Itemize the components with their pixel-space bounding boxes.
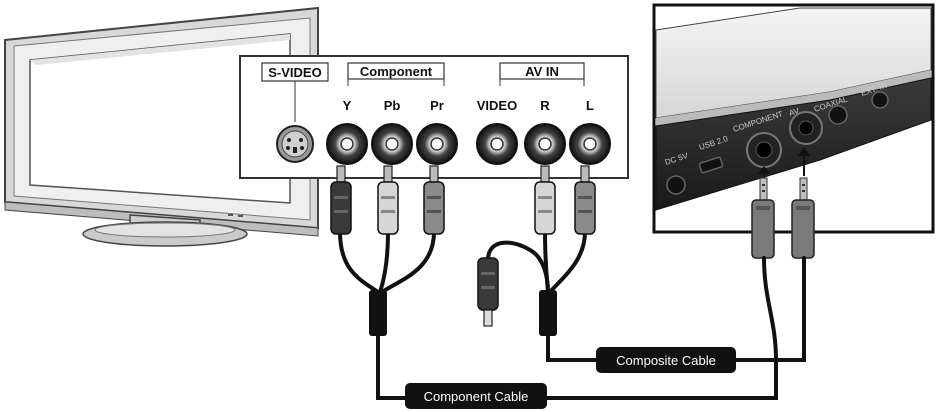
component-wire-pr — [380, 230, 436, 294]
rca-jack-r — [524, 123, 566, 165]
usb-port — [698, 156, 724, 174]
rca-plug-pb — [377, 165, 399, 235]
tv-input-panel: S-VIDEO Component AV IN Y Pb Pr VIDEO R … — [239, 55, 629, 179]
jack-label-pr: Pr — [430, 98, 444, 113]
rca-jack-pr — [416, 123, 458, 165]
component-port-hole — [755, 141, 773, 159]
arrow-up-icon — [758, 166, 770, 174]
jack-label-l: L — [586, 98, 594, 113]
rca-plug-r — [534, 165, 556, 235]
composite-wire-video — [486, 240, 550, 294]
composite-cable-label: Composite Cable — [596, 347, 736, 373]
jack-label-video: VIDEO — [477, 98, 517, 113]
rca-plug-l — [574, 165, 596, 235]
composite-cable-label-text: Composite Cable — [616, 353, 716, 368]
component-wire-pb — [378, 230, 390, 294]
svideo-group-label: S-VIDEO — [268, 65, 321, 80]
arrow-up-icon — [798, 147, 810, 156]
dc-port — [666, 175, 686, 195]
rca-jack-l — [569, 123, 611, 165]
port-label-av: AV — [788, 106, 801, 118]
device-inset: DC 5V USB 2.0 COMPONENT AV COAXIAL EXT. … — [652, 3, 935, 259]
coaxial-port — [828, 105, 848, 125]
component-wire-y — [338, 230, 380, 294]
rca-plug-video-unplugged — [477, 257, 499, 327]
composite-splitter — [539, 290, 557, 336]
jack-label-pb: Pb — [384, 98, 401, 113]
av-port-hole — [798, 120, 814, 136]
av-in-group-label: AV IN — [525, 64, 559, 79]
component-cable-label-text: Component Cable — [424, 389, 529, 404]
rca-jack-pb — [371, 123, 413, 165]
jack-label-r: R — [540, 98, 550, 113]
ext-ir-port — [871, 91, 889, 109]
component-cable-trunk — [376, 256, 778, 400]
component-splitter — [369, 290, 387, 336]
rca-jack-video — [476, 123, 518, 165]
component-group-label: Component — [360, 64, 433, 79]
svideo-jack — [276, 125, 314, 163]
composite-wire-l — [548, 230, 587, 294]
minijack-plug-component — [751, 177, 775, 259]
cable-wires — [338, 230, 806, 400]
component-cable-label: Component Cable — [405, 383, 547, 409]
component-group-box — [347, 62, 445, 80]
av-in-group-box — [499, 62, 585, 80]
rca-jack-y — [326, 123, 368, 165]
rca-plug-y — [330, 165, 352, 235]
rca-plug-pr — [423, 165, 445, 235]
jack-label-y: Y — [343, 98, 352, 113]
